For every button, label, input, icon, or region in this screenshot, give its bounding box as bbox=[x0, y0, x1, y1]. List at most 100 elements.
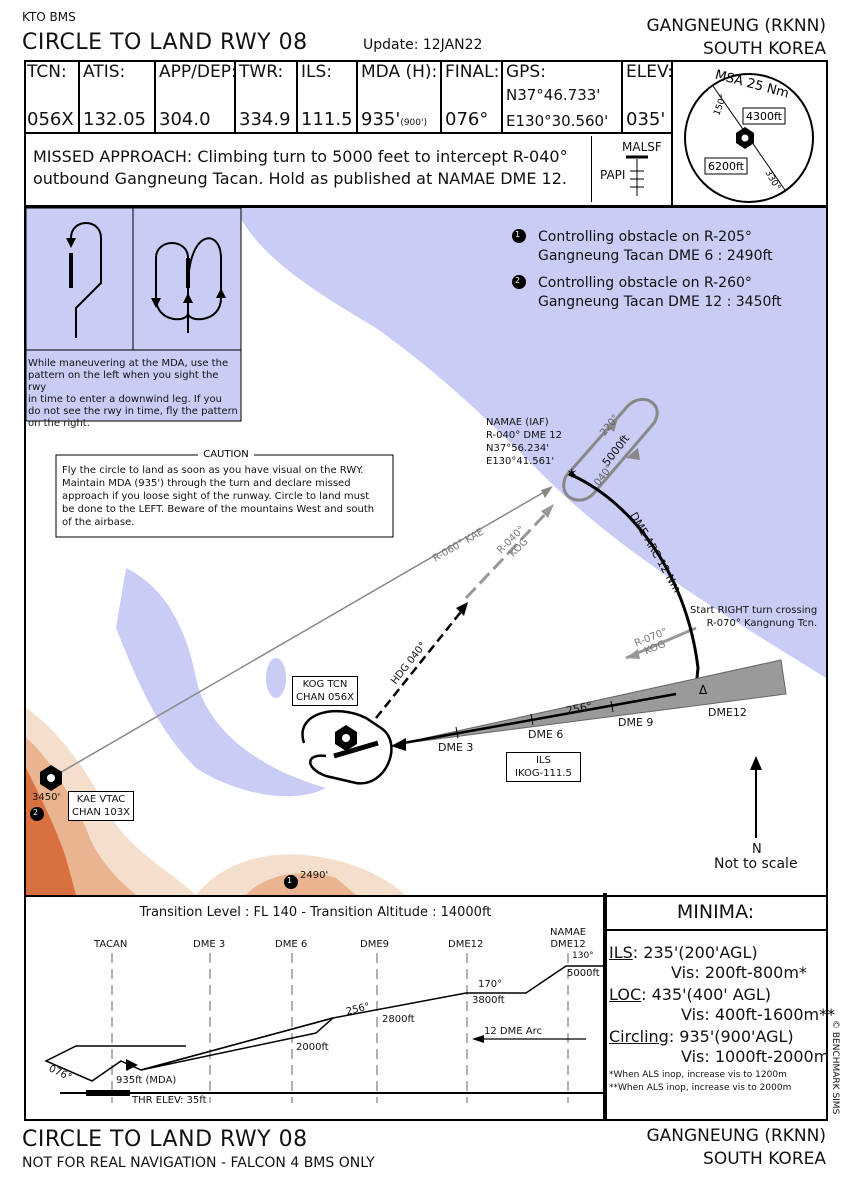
freq-value: 076° bbox=[445, 109, 489, 130]
minima-circ-value: : 935'(900'AGL) bbox=[668, 1027, 794, 1046]
runway-08 bbox=[333, 740, 379, 759]
plan-view: CAUTION ✶ Δ bbox=[24, 206, 828, 897]
terrain-south-mid bbox=[246, 873, 356, 895]
obstacle-1-number: 1 bbox=[287, 876, 293, 885]
caution-line: of the airbase. bbox=[62, 517, 135, 528]
freq-elev: ELEV: 035' bbox=[623, 60, 673, 132]
chart-title: CIRCLE TO LAND RWY 08 bbox=[22, 30, 308, 55]
freq-label: ATIS: bbox=[83, 62, 126, 82]
freq-value: 132.05 bbox=[83, 109, 146, 130]
obstacle-2-elev: 3450' bbox=[32, 792, 61, 803]
terrain-high bbox=[26, 768, 76, 895]
caution-box bbox=[55, 454, 394, 538]
namae-line: N37°56.234' bbox=[486, 443, 549, 454]
namae-name: NAMAE bbox=[550, 927, 587, 938]
minima-loc: LOC: 435'(400' AGL) bbox=[609, 985, 771, 1005]
namae-dme: DME12 bbox=[550, 939, 586, 950]
namae-line: NAMAE (IAF) bbox=[486, 417, 549, 428]
obstacle-2-number: 2 bbox=[33, 808, 39, 817]
kog-line: KOG TCN bbox=[302, 679, 348, 690]
tacan-icon bbox=[736, 127, 754, 149]
note-line: in time to enter a downwind leg. If you bbox=[28, 394, 222, 405]
note-line: pattern on the left when you sight the r… bbox=[28, 370, 219, 393]
r060-radial bbox=[50, 487, 552, 779]
profile-3800: 3800ft bbox=[472, 995, 505, 1006]
minima-note: *When ALS inop, increase vis to 1200m bbox=[609, 1070, 787, 1080]
source-label: KTO BMS bbox=[22, 10, 76, 24]
kog-tacan-label: KOG TCN CHAN 056X bbox=[292, 676, 358, 706]
hdg-leg bbox=[375, 607, 465, 719]
r040-arrow bbox=[541, 504, 554, 518]
namae-line: E130°41.561' bbox=[486, 456, 555, 467]
right-pattern-arrow-3 bbox=[183, 293, 193, 303]
freq-sub: (900') bbox=[400, 118, 427, 128]
descent-wedge bbox=[140, 1017, 334, 1071]
freq-value: 334.9 bbox=[239, 109, 291, 130]
profile-mda: 935ft (MDA) bbox=[116, 1075, 177, 1086]
plan-dme6: DME 6 bbox=[528, 728, 564, 741]
kae-line: CHAN 103X bbox=[72, 807, 130, 818]
plan-dme9: DME 9 bbox=[618, 716, 654, 729]
freq-label: TWR: bbox=[239, 62, 284, 82]
kae-vortac-icon bbox=[40, 765, 62, 791]
freq-label: FINAL: bbox=[445, 62, 500, 82]
profile-2800: 2800ft bbox=[382, 1014, 415, 1025]
hold-arrow-2 bbox=[626, 448, 640, 460]
left-pattern-path bbox=[70, 222, 102, 338]
start-turn-note: Start RIGHT turn crossing R-070° Kangnun… bbox=[690, 604, 817, 630]
ils-cone bbox=[397, 659, 787, 745]
profile-fix-namae: NAMAE DME12 bbox=[550, 927, 586, 951]
obstacle-1-marker bbox=[284, 875, 298, 889]
lake-shape bbox=[116, 568, 326, 797]
r070-arrow bbox=[626, 649, 640, 659]
missed-path bbox=[44, 1045, 186, 1082]
caution-title-bg bbox=[198, 447, 254, 461]
holding-pattern bbox=[562, 397, 659, 502]
minima-title: MINIMA: bbox=[605, 893, 826, 931]
freq-value: 111.5 bbox=[301, 109, 353, 130]
legend-line: Controlling obstacle on R-260° bbox=[538, 275, 752, 291]
faf-symbol: Δ bbox=[699, 683, 708, 697]
freq-tcn: TCN: 056X bbox=[24, 60, 80, 132]
profile-fix-dme9: DME9 bbox=[360, 939, 390, 950]
minima-ils-label: ILS bbox=[609, 943, 633, 962]
obstacle-1-elev: 2490' bbox=[300, 870, 329, 881]
pattern-note: While maneuvering at the MDA, use the pa… bbox=[28, 358, 238, 430]
obstacle-2-legend: Controlling obstacle on R-260° Gangneung… bbox=[538, 274, 782, 312]
runway-profile bbox=[86, 1090, 130, 1096]
plan-dme12: DME12 bbox=[708, 706, 747, 719]
minima-circ-label: Circling bbox=[609, 1027, 669, 1046]
north-arrow-icon bbox=[750, 756, 762, 770]
legend-2-number: 2 bbox=[515, 276, 521, 285]
minima-box: MINIMA: ILS: 235'(200'AGL) Vis: 200ft-80… bbox=[603, 893, 835, 1121]
freq-ils: ILS: 111.5 bbox=[298, 60, 358, 132]
plan-dme3: DME 3 bbox=[438, 741, 474, 754]
lighting-box: MALSF PAPI bbox=[591, 136, 672, 202]
legend-2-marker bbox=[512, 275, 526, 289]
minima-loc-label: LOC bbox=[609, 985, 642, 1004]
pond-shape bbox=[266, 658, 286, 698]
freq-value: 056X bbox=[27, 109, 74, 130]
r060-arrow bbox=[541, 486, 553, 498]
transition-level: Transition Level : FL 140 - Transition A… bbox=[139, 905, 492, 920]
missed-line-2: outbound Gangneung Tacan. Hold as publis… bbox=[33, 169, 567, 188]
right-pattern-arrow-1 bbox=[151, 298, 161, 308]
right-pattern-path-a bbox=[155, 242, 189, 333]
freq-value: 304.0 bbox=[159, 109, 211, 130]
freq-final: FINAL: 076° bbox=[442, 60, 503, 132]
freq-gps: GPS: N37°46.733' E130°30.560' bbox=[503, 60, 623, 132]
caution-line: Fly the circle to land as soon as you ha… bbox=[62, 465, 364, 476]
obstacle-1-legend: Controlling obstacle on R-205° Gangneung… bbox=[538, 228, 773, 266]
hdg-arrow bbox=[456, 602, 468, 616]
caution-line: Maintain MDA (935') through the turn and… bbox=[62, 478, 351, 489]
minima-note: **When ALS inop, increase vis to 2000m bbox=[609, 1083, 792, 1093]
note-line: While maneuvering at the MDA, use the bbox=[28, 358, 229, 369]
footer-country: SOUTH KOREA bbox=[703, 1149, 826, 1169]
legend-line: Controlling obstacle on R-205° bbox=[538, 229, 752, 245]
minima-ils-vis: Vis: 200ft-800m* bbox=[671, 963, 807, 982]
kae-line: KAE VTAC bbox=[76, 794, 126, 805]
namae-line: R-040° DME 12 bbox=[486, 430, 562, 441]
msa-alt-1: 4300ft bbox=[746, 110, 783, 123]
profile-fix-dme3: DME 3 bbox=[193, 939, 226, 950]
caution-line: be done to the LEFT. Beware of the mount… bbox=[62, 504, 375, 515]
